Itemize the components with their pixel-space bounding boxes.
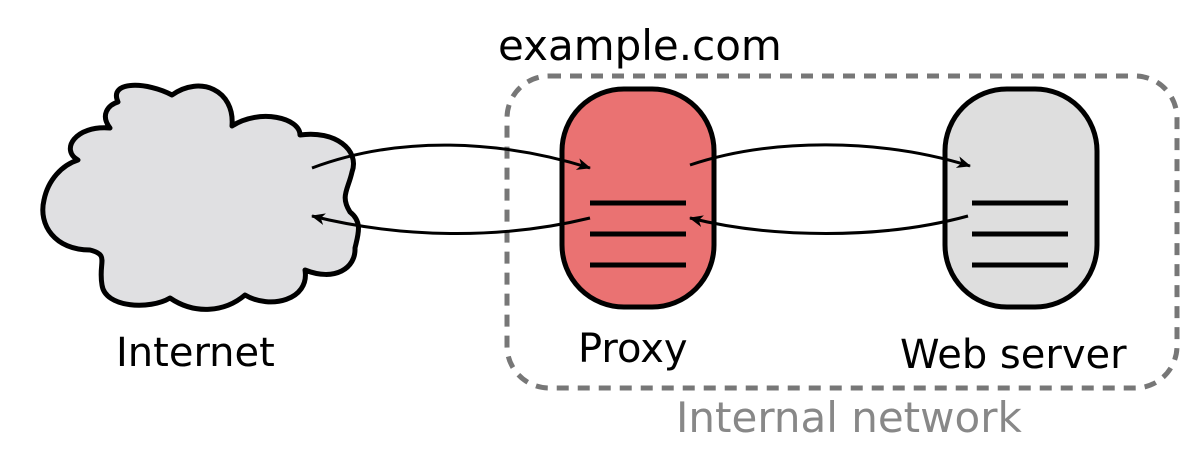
web-server-label: Web server	[900, 332, 1127, 378]
arrow-internet-to-proxy	[311, 143, 591, 170]
proxy-label: Proxy	[578, 326, 688, 372]
proxy-server-icon	[559, 86, 717, 310]
arrow-web-server-to-proxy	[689, 214, 969, 235]
domain-title: example.com	[498, 21, 782, 70]
arrow-proxy-to-web-server	[689, 143, 971, 168]
internal-network-label: Internal network	[676, 393, 1022, 442]
internet-cloud-icon	[40, 82, 361, 312]
web-server-icon	[942, 86, 1100, 310]
arrow-proxy-to-internet	[311, 213, 591, 236]
internet-label: Internet	[116, 330, 275, 376]
